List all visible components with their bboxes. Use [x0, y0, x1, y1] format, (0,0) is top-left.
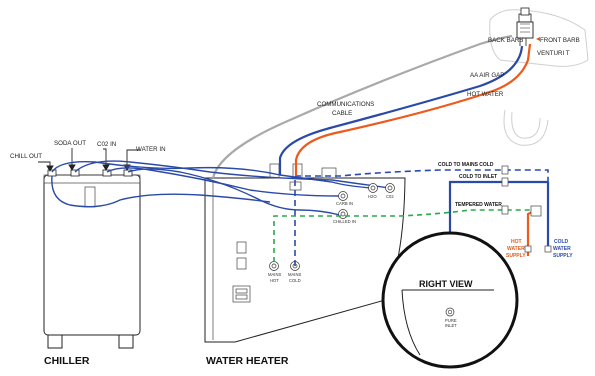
- aa-air-gap-line: [278, 45, 524, 175]
- cold-supply-label-1: COLD: [554, 239, 569, 245]
- hot-supply-label-3: SUPPLY: [506, 253, 526, 259]
- valves: [501, 165, 552, 253]
- chill-out-label: CHILL OUT: [10, 153, 42, 160]
- chilled-in-label: CHILLED IN: [333, 219, 356, 224]
- back-barb-label: BACK BARB: [488, 37, 523, 44]
- hot-water-line: [294, 43, 532, 175]
- front-barb-arrow: [536, 37, 540, 41]
- cable-label: CABLE: [332, 110, 352, 117]
- tempered-water-line: [273, 209, 536, 262]
- cold-supply-label-3: SUPPLY: [553, 253, 573, 259]
- water-heater-title: WATER HEATER: [206, 355, 289, 367]
- h2o-label: H2O: [368, 194, 377, 199]
- hot-supply-label-2: WATER: [507, 246, 525, 252]
- co2-port-label: C02: [386, 194, 394, 199]
- venturi-label: VENTURI T: [537, 50, 570, 57]
- chiller-tubes: [51, 160, 391, 216]
- communications-cable: [211, 34, 513, 179]
- mains-hot-label-2: HOT: [270, 278, 279, 283]
- cold-to-mains-cold-label: COLD TO MAINS COLD: [438, 162, 494, 168]
- mains-cold-label-1: MAINS: [288, 272, 301, 277]
- hot-water-label: HOT WATER: [467, 91, 504, 98]
- soda-out-label: SODA OUT: [54, 140, 86, 147]
- chiller-body: [43, 169, 141, 349]
- hot-supply-label-1: HOT: [511, 239, 522, 245]
- cold-to-mains-cold-line: [294, 169, 549, 266]
- mains-cold-label-2: COLD: [289, 278, 301, 283]
- tempered-water-label: TEMPERED WATER: [455, 202, 502, 208]
- cold-supply-label-2: WATER: [553, 246, 571, 252]
- pure-inlet-label-2: INLET: [445, 323, 457, 328]
- right-view-inset: [381, 231, 519, 369]
- front-barb-label: FRONT BARB: [540, 37, 580, 44]
- chiller-title: CHILLER: [44, 355, 90, 367]
- carb-in-label: CARB IN: [336, 201, 353, 206]
- heater-fittings: [269, 183, 395, 271]
- mains-hot-label-1: MAINS: [268, 272, 281, 277]
- co2-in-label: C02 IN: [97, 141, 116, 148]
- pure-inlet-label-1: PURE: [445, 318, 457, 323]
- communications-label: COMMUNICATIONS: [317, 101, 374, 108]
- aa-air-gap-label: AA AIR GAP: [470, 72, 504, 79]
- right-view-title: RIGHT VIEW: [419, 279, 473, 289]
- faucet: [489, 7, 589, 146]
- cold-to-inlet-label: COLD TO INLET: [459, 174, 497, 180]
- water-in-label: WATER IN: [136, 146, 166, 153]
